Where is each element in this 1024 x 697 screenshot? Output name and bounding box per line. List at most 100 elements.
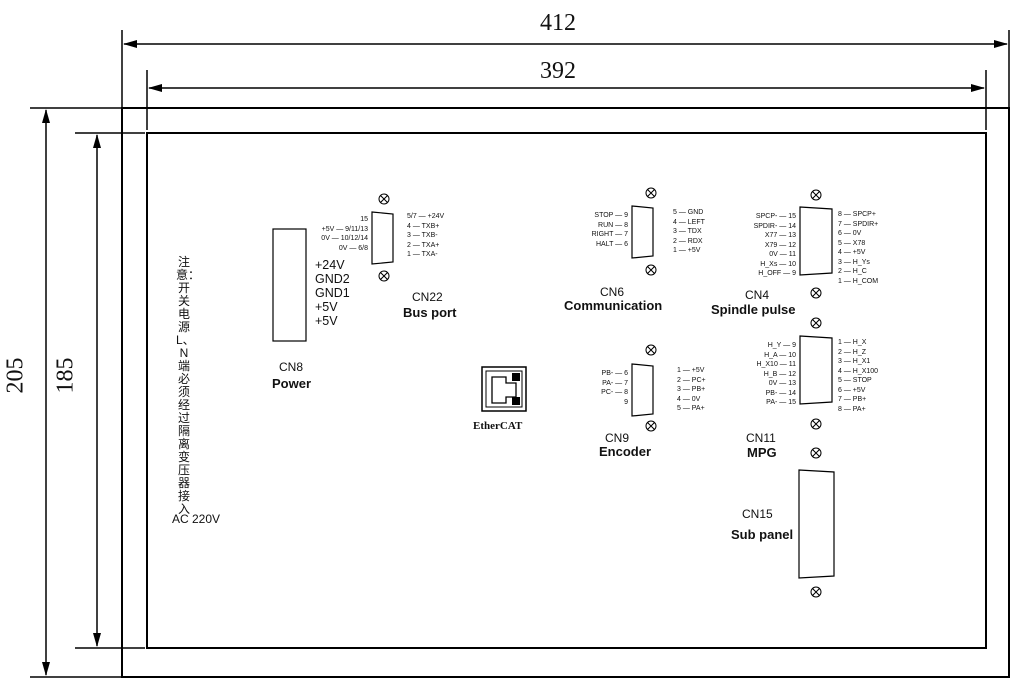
cn22-id: CN22 — [412, 290, 443, 304]
cn9-left-pins: PB- — 6 PA- — 7 PC- — 8 9 — [572, 369, 628, 407]
cn4-pin: 8 — SPCP+ — [838, 211, 876, 218]
cn6-pin: HALT — 6 — [595, 240, 628, 248]
cn9-title: Encoder — [599, 444, 652, 459]
cn22-pin: 0V — 6/8 — [338, 244, 368, 252]
cn4-title: Spindle pulse — [711, 302, 796, 317]
cn9-pin: 4 — 0V — [677, 395, 701, 403]
isolation-note-text: 注意：开关电源L、N端必须经过隔离变压器接入 — [176, 255, 201, 516]
cn22-pin: +5V — 9/11/13 — [321, 225, 368, 233]
cn6-pin: 5 — GND — [673, 209, 704, 216]
cn4-pin: 6 — 0V — [838, 230, 862, 237]
cn22-left-pins: 15 +5V — 9/11/13 0V — 10/12/14 0V — 6/8 — [312, 215, 368, 253]
cn9-pin: 9 — [624, 398, 628, 406]
cn9-right-pins: 1 — +5V 2 — PC+ 3 — PB+ 4 — 0V 5 — PA+ — [677, 366, 706, 414]
cn22-pin: 5/7 — +24V — [407, 213, 445, 220]
cn9-pin: PB- — 6 — [601, 370, 628, 377]
cn6-pin: 4 — LEFT — [673, 218, 705, 226]
cn6-right-pins: 5 — GND 4 — LEFT 3 — TDX 2 — RDX 1 — +5V — [673, 208, 705, 256]
outer-panel-border — [121, 107, 1010, 678]
cn9-pin: 5 — PA+ — [677, 405, 705, 412]
ethercat-label: EtherCAT — [473, 420, 523, 432]
cn4-left-pins: SPCP- — 15 SPDIR- — 14 X77 — 13 X79 — 12… — [728, 212, 796, 279]
cn11-pin: H_Y — 9 — [767, 342, 796, 349]
cn8-voltage: +5V — [315, 300, 338, 314]
cn8-voltage: GND1 — [315, 286, 350, 300]
cn9-connector — [631, 344, 657, 432]
cn9-pin: PC- — 8 — [601, 389, 628, 396]
cn11-pin: PB- — 14 — [765, 389, 796, 397]
cn8-voltage-list: +24V GND2 GND1 +5V +5V — [315, 258, 350, 328]
inner-height-label: 185 — [52, 357, 79, 394]
outer-height-label: 205 — [2, 357, 29, 394]
cn11-pin: 7 — PB+ — [838, 396, 867, 403]
cn9-pin: 1 — +5V — [677, 367, 705, 374]
cn9-pin: 2 — PC+ — [677, 376, 706, 384]
cn8-voltage: +5V — [315, 314, 338, 328]
cn4-pin: 0V — 11 — [769, 251, 796, 258]
cn11-pin: 2 — H_Z — [838, 348, 867, 356]
cn11-pin: 8 — PA+ — [838, 405, 866, 413]
cn11-id: CN11 — [746, 431, 776, 445]
cn11-pin: H_B — 12 — [763, 370, 796, 378]
cn11-connector — [799, 317, 833, 430]
inner-panel-border — [146, 132, 987, 649]
cn4-pin: X79 — 12 — [764, 241, 796, 249]
cn11-pin: 6 — +5V — [838, 386, 866, 394]
cn4-pin: SPDIR- — 14 — [753, 222, 796, 230]
cn15-id: CN15 — [742, 507, 773, 521]
isolation-note: 注意：开关电源L、N端必须经过隔离变压器接入 — [176, 255, 201, 516]
cn6-left-pins: STOP — 9 RUN — 8 RIGHT — 7 HALT — 6 — [570, 211, 628, 249]
cn11-left-pins: H_Y — 9 H_A — 10 H_X10 — 11 H_B — 12 0V … — [726, 341, 796, 408]
cn6-pin: RIGHT — 7 — [591, 231, 628, 238]
cn8-voltage: +24V — [315, 258, 345, 272]
cn22-connector — [371, 193, 394, 282]
cn11-pin: 3 — H_X1 — [838, 358, 871, 365]
cn11-pin: H_A — 10 — [764, 351, 796, 359]
cn11-pin: H_X10 — 11 — [756, 361, 796, 368]
cn22-pin: 15 — [360, 216, 368, 223]
cn6-pin: 1 — +5V — [673, 247, 701, 254]
isolation-note-ac: AC 220V — [172, 512, 221, 526]
cn22-title: Bus port — [403, 305, 457, 320]
cn22-right-pins: 5/7 — +24V 4 — TXB+ 3 — TXB- 2 — TXA+ 1 … — [407, 212, 444, 260]
cn6-pin: 3 — TDX — [673, 228, 702, 235]
cn9-pin: PA- — 7 — [602, 379, 628, 387]
cn4-pin: 5 — X78 — [838, 239, 866, 247]
cn6-id: CN6 — [600, 285, 625, 299]
inner-width-label: 392 — [540, 58, 576, 84]
cn4-pin: X77 — 13 — [764, 232, 796, 239]
cn22-pin: 0V — 10/12/14 — [321, 235, 368, 242]
cn4-pin: H_OFF — 9 — [758, 270, 796, 277]
cn11-pin: 1 — H_X — [838, 339, 867, 346]
ethercat-port — [481, 366, 527, 412]
cn4-pin: 2 — H_C — [838, 268, 867, 275]
cn6-pin: STOP — 9 — [594, 212, 628, 219]
cn4-pin: H_Xs — 10 — [760, 260, 796, 268]
cn8-terminal-block — [272, 228, 307, 342]
cn11-right-pins: 1 — H_X 2 — H_Z 3 — H_X1 4 — H_X100 5 — … — [838, 338, 878, 414]
cn11-pin: PA- — 15 — [766, 399, 796, 406]
cn4-pin: 7 — SPDIR+ — [838, 220, 879, 228]
outer-width-label: 412 — [540, 10, 576, 36]
cn9-id: CN9 — [605, 431, 630, 445]
cn4-pin: SPCP- — 15 — [755, 213, 796, 220]
cn11-pin: 5 — STOP — [838, 377, 872, 384]
cn6-pin: 2 — RDX — [673, 237, 703, 245]
cn11-pin: 4 — H_X100 — [838, 367, 879, 375]
cn4-id: CN4 — [745, 288, 770, 302]
cn4-pin: 4 — +5V — [838, 249, 866, 256]
cn4-connector — [799, 189, 833, 299]
cn9-pin: 3 — PB+ — [677, 386, 706, 393]
cn4-right-pins: 8 — SPCP+ 7 — SPDIR+ 6 — 0V 5 — X78 4 — … — [838, 210, 878, 286]
cn6-connector — [631, 187, 657, 276]
cn22-pin: 3 — TXB- — [407, 232, 438, 239]
cn15-connector — [798, 447, 835, 598]
cn15-title: Sub panel — [731, 527, 794, 542]
cn8-voltage: GND2 — [315, 272, 350, 286]
cn4-pin: 1 — H_COM — [838, 277, 879, 285]
cn6-title: Communication — [564, 298, 663, 313]
cn22-pin: 4 — TXB+ — [407, 222, 440, 230]
cn6-pin: RUN — 8 — [598, 221, 628, 229]
cn11-pin: 0V — 13 — [768, 380, 796, 387]
